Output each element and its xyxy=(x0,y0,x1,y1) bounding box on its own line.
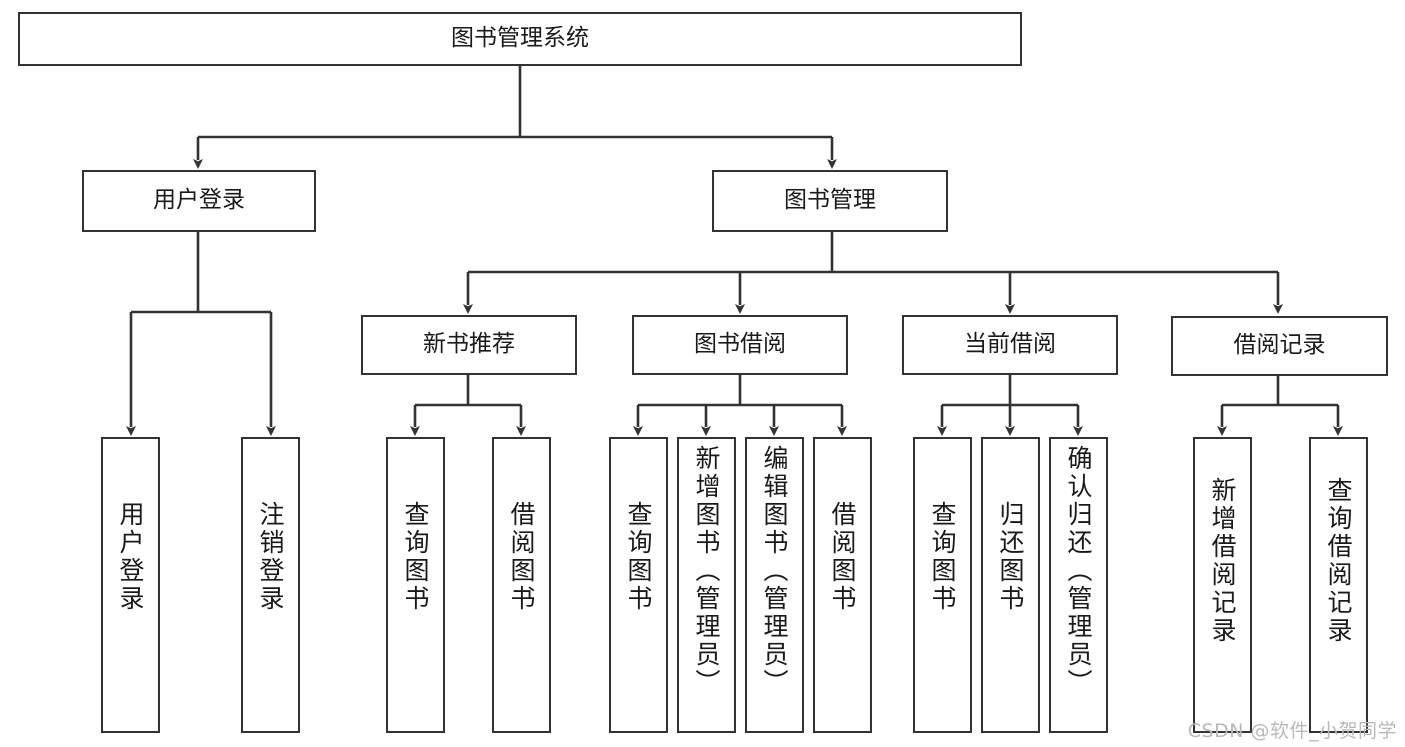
node-leaf-borrow-book-1[interactable]: 借阅图书 xyxy=(492,437,551,733)
node-book-borrow[interactable]: 图书借阅 xyxy=(632,315,848,375)
node-leaf-query-book-3-label: 查询图书 xyxy=(928,501,957,613)
node-leaf-confirm-return-label: 确认归还（管理员） xyxy=(1064,445,1093,697)
node-leaf-user-login-label: 用户登录 xyxy=(116,501,145,613)
node-user-login-label: 用户登录 xyxy=(153,187,245,214)
node-root[interactable]: 图书管理系统 xyxy=(18,12,1022,66)
node-leaf-borrow-book-2[interactable]: 借阅图书 xyxy=(813,437,872,733)
node-new-book-recommend-label: 新书推荐 xyxy=(423,331,515,358)
node-leaf-add-book[interactable]: 新增图书（管理员） xyxy=(677,437,736,733)
node-leaf-return-book[interactable]: 归还图书 xyxy=(981,437,1040,733)
node-user-login[interactable]: 用户登录 xyxy=(82,170,316,232)
node-borrow-record-label: 借阅记录 xyxy=(1233,332,1326,359)
node-leaf-query-book-3[interactable]: 查询图书 xyxy=(913,437,972,733)
node-root-label: 图书管理系统 xyxy=(451,25,589,52)
node-current-borrow-label: 当前借阅 xyxy=(964,331,1056,358)
node-book-management-label: 图书管理 xyxy=(784,187,876,214)
node-leaf-user-logout-label: 注销登录 xyxy=(256,501,285,613)
node-leaf-query-book-1-label: 查询图书 xyxy=(401,501,430,613)
node-leaf-add-record-label: 新增借阅记录 xyxy=(1208,477,1237,645)
node-leaf-user-login[interactable]: 用户登录 xyxy=(101,437,160,733)
node-leaf-query-book-1[interactable]: 查询图书 xyxy=(386,437,445,733)
node-leaf-query-book-2[interactable]: 查询图书 xyxy=(609,437,668,733)
node-current-borrow[interactable]: 当前借阅 xyxy=(902,315,1118,375)
node-leaf-query-record-label: 查询借阅记录 xyxy=(1324,477,1353,645)
node-leaf-query-book-2-label: 查询图书 xyxy=(624,501,653,613)
csdn-watermark: CSDN @软件_小贺同学 xyxy=(1187,720,1397,742)
node-leaf-edit-book-label: 编辑图书（管理员） xyxy=(760,445,789,697)
node-leaf-borrow-book-1-label: 借阅图书 xyxy=(507,501,536,613)
node-leaf-query-record[interactable]: 查询借阅记录 xyxy=(1309,437,1368,733)
node-leaf-user-logout[interactable]: 注销登录 xyxy=(241,437,300,733)
node-leaf-add-record[interactable]: 新增借阅记录 xyxy=(1193,437,1252,733)
node-book-management[interactable]: 图书管理 xyxy=(712,170,948,232)
node-leaf-confirm-return[interactable]: 确认归还（管理员） xyxy=(1049,437,1108,733)
node-book-borrow-label: 图书借阅 xyxy=(694,331,786,358)
node-leaf-return-book-label: 归还图书 xyxy=(996,501,1025,613)
node-leaf-add-book-label: 新增图书（管理员） xyxy=(692,445,721,697)
node-leaf-edit-book[interactable]: 编辑图书（管理员） xyxy=(745,437,804,733)
node-borrow-record[interactable]: 借阅记录 xyxy=(1171,316,1388,376)
node-leaf-borrow-book-2-label: 借阅图书 xyxy=(828,501,857,613)
node-new-book-recommend[interactable]: 新书推荐 xyxy=(361,315,577,375)
